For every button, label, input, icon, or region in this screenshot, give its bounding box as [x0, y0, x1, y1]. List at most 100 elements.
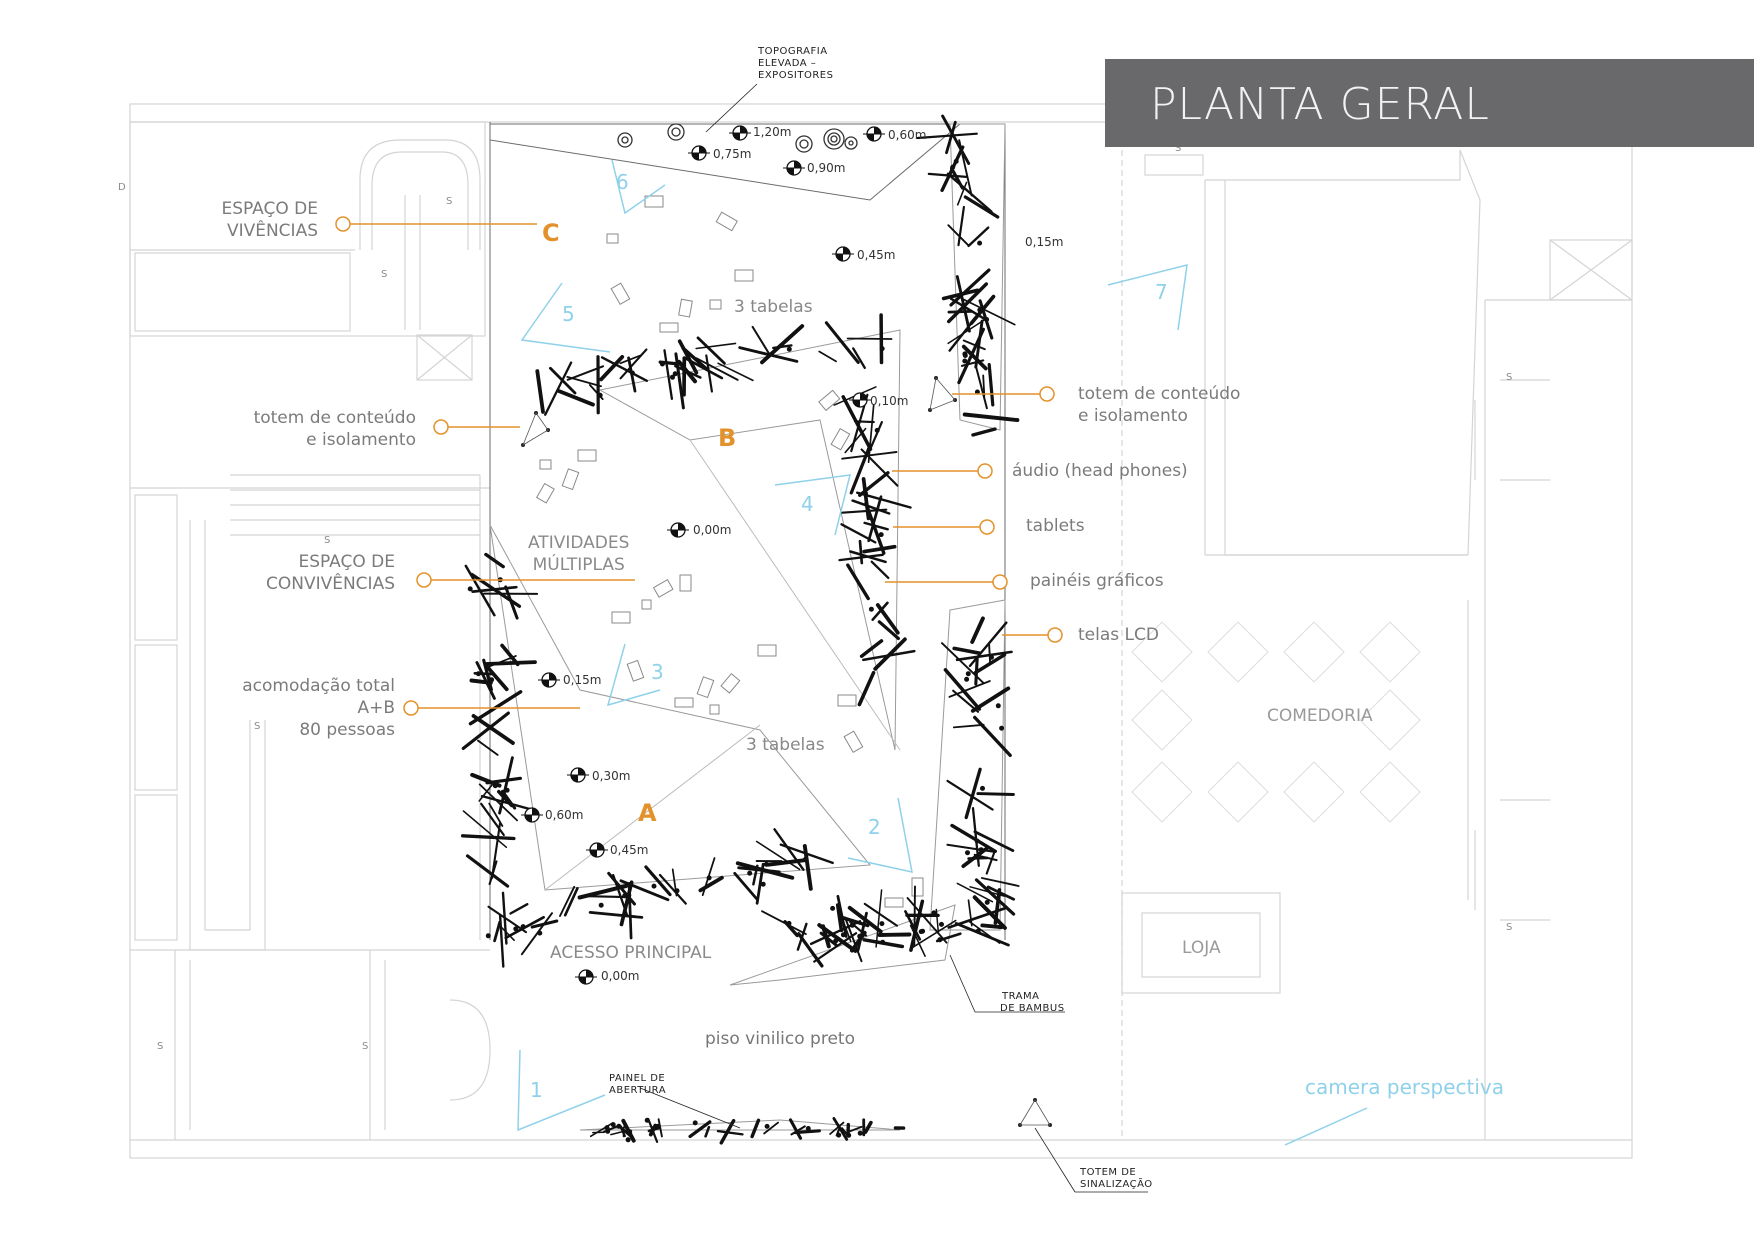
svg-text:S: S	[1175, 143, 1181, 154]
label-telas: telas LCD	[1078, 625, 1159, 645]
bamboo-stroke	[794, 1129, 821, 1135]
svg-text:S: S	[1506, 922, 1512, 933]
bamboo-stroke	[961, 344, 988, 371]
bamboo-stroke	[909, 899, 925, 952]
level-marker-fill	[549, 673, 556, 680]
bamboo-node	[964, 676, 970, 682]
bamboo-stroke	[498, 756, 514, 815]
bamboo-stroke	[867, 403, 875, 464]
bamboo-stroke	[663, 349, 674, 400]
bamboo-stroke	[688, 1120, 712, 1139]
bamboo-node	[965, 850, 970, 856]
bamboo-stroke	[947, 317, 988, 345]
bamboo-stroke	[763, 1121, 779, 1135]
level-marker-fill	[571, 775, 578, 782]
label-totem-right: totem de conteúdo e isolamento	[1078, 384, 1241, 426]
bamboo-stroke	[967, 226, 990, 248]
label-tabelas-bottom: 3 tabelas	[746, 735, 825, 755]
bamboo-node	[977, 307, 983, 313]
level-0-60-left: 0,60m	[545, 808, 584, 822]
svg-text:S: S	[157, 1041, 163, 1052]
level-marker-fill	[578, 768, 585, 775]
bamboo-stroke	[947, 282, 988, 324]
bamboo-stroke	[677, 339, 699, 375]
level-marker-fill	[586, 970, 593, 977]
level-marker-fill	[590, 850, 597, 857]
level-0-90: 0,90m	[807, 161, 846, 175]
bamboo-stroke	[847, 905, 883, 934]
bamboo-node	[868, 606, 874, 612]
bamboo-stroke	[857, 670, 876, 707]
bamboo-stroke	[956, 181, 968, 206]
bamboo-stroke	[870, 560, 890, 580]
bamboo-stroke	[487, 905, 528, 934]
bamboo-node	[975, 928, 981, 934]
svg-text:S: S	[362, 1041, 368, 1052]
bamboo-stroke	[961, 297, 1016, 326]
camera-7-number: 7	[1155, 280, 1168, 304]
level-0-30: 0,30m	[592, 769, 631, 783]
bamboo-stroke	[968, 920, 1001, 944]
bamboo-node	[598, 902, 604, 908]
bamboo-node	[857, 1130, 863, 1136]
level-marker-fill	[579, 977, 586, 984]
bamboo-node	[760, 881, 766, 887]
bamboo-stroke	[980, 877, 1020, 887]
bamboo-stroke	[973, 652, 1007, 675]
bamboo-node	[622, 893, 628, 899]
bamboo-stroke	[485, 776, 523, 785]
bamboo-stroke	[832, 1117, 849, 1141]
bamboo-stroke	[772, 344, 793, 350]
bamboo-stroke	[849, 550, 887, 564]
bamboo-stroke	[875, 603, 900, 635]
bamboo-stroke	[737, 866, 781, 874]
level-marker-fill	[692, 153, 699, 160]
bamboo-stroke	[949, 297, 986, 320]
bamboo-stroke	[589, 1122, 614, 1138]
bamboo-stroke	[580, 895, 628, 899]
bamboo-stroke	[841, 916, 852, 943]
bamboo-node	[965, 671, 971, 677]
bamboo-stroke	[496, 789, 514, 808]
bamboo-stroke	[556, 389, 595, 407]
note-totem-sinalizacao: TOTEM DE SINALIZAÇÃO	[1080, 1167, 1153, 1190]
svg-text:S: S	[1506, 372, 1512, 383]
bamboo-stroke	[750, 1118, 761, 1139]
level-marker-fill	[853, 400, 860, 407]
bamboo-stroke	[974, 878, 1016, 916]
level-marker-fill	[874, 127, 881, 134]
label-loja: LOJA	[1182, 938, 1221, 958]
bamboo-node	[950, 164, 956, 170]
bamboo-node	[879, 921, 885, 927]
bamboo-stroke	[644, 865, 672, 897]
bamboo-node	[805, 1126, 811, 1131]
bamboo-node	[706, 875, 712, 881]
bamboo-stroke	[462, 810, 508, 849]
bamboo-stroke	[985, 850, 996, 875]
bamboo-node	[962, 353, 968, 358]
level-marker-fill	[542, 680, 549, 687]
bamboo-node	[879, 346, 885, 352]
bamboo-stroke	[761, 910, 807, 935]
level-0-15-left: 0,15m	[563, 673, 602, 687]
bamboo-stroke	[974, 319, 984, 369]
level-marker-fill	[867, 134, 874, 141]
bamboo-stroke	[941, 114, 971, 165]
bamboo-node	[520, 924, 526, 930]
bamboo-stroke	[846, 337, 893, 340]
bamboo-stroke	[461, 711, 510, 751]
level-marker-fill	[678, 523, 685, 530]
bamboo-stroke	[943, 668, 982, 711]
camera-6-number: 6	[616, 170, 629, 194]
bamboo-stroke	[588, 911, 644, 919]
bamboo-node	[880, 939, 886, 945]
label-espaco-vivencias: ESPAÇO DE VIVÊNCIAS	[221, 199, 318, 241]
bamboo-stroke	[509, 903, 529, 915]
bamboo-stroke	[544, 361, 573, 416]
bamboo-node	[485, 933, 491, 939]
zone-a-label: A	[638, 799, 657, 827]
bamboo-stroke	[549, 366, 577, 395]
bamboo-stroke	[956, 882, 994, 903]
bamboo-stroke	[841, 508, 888, 514]
